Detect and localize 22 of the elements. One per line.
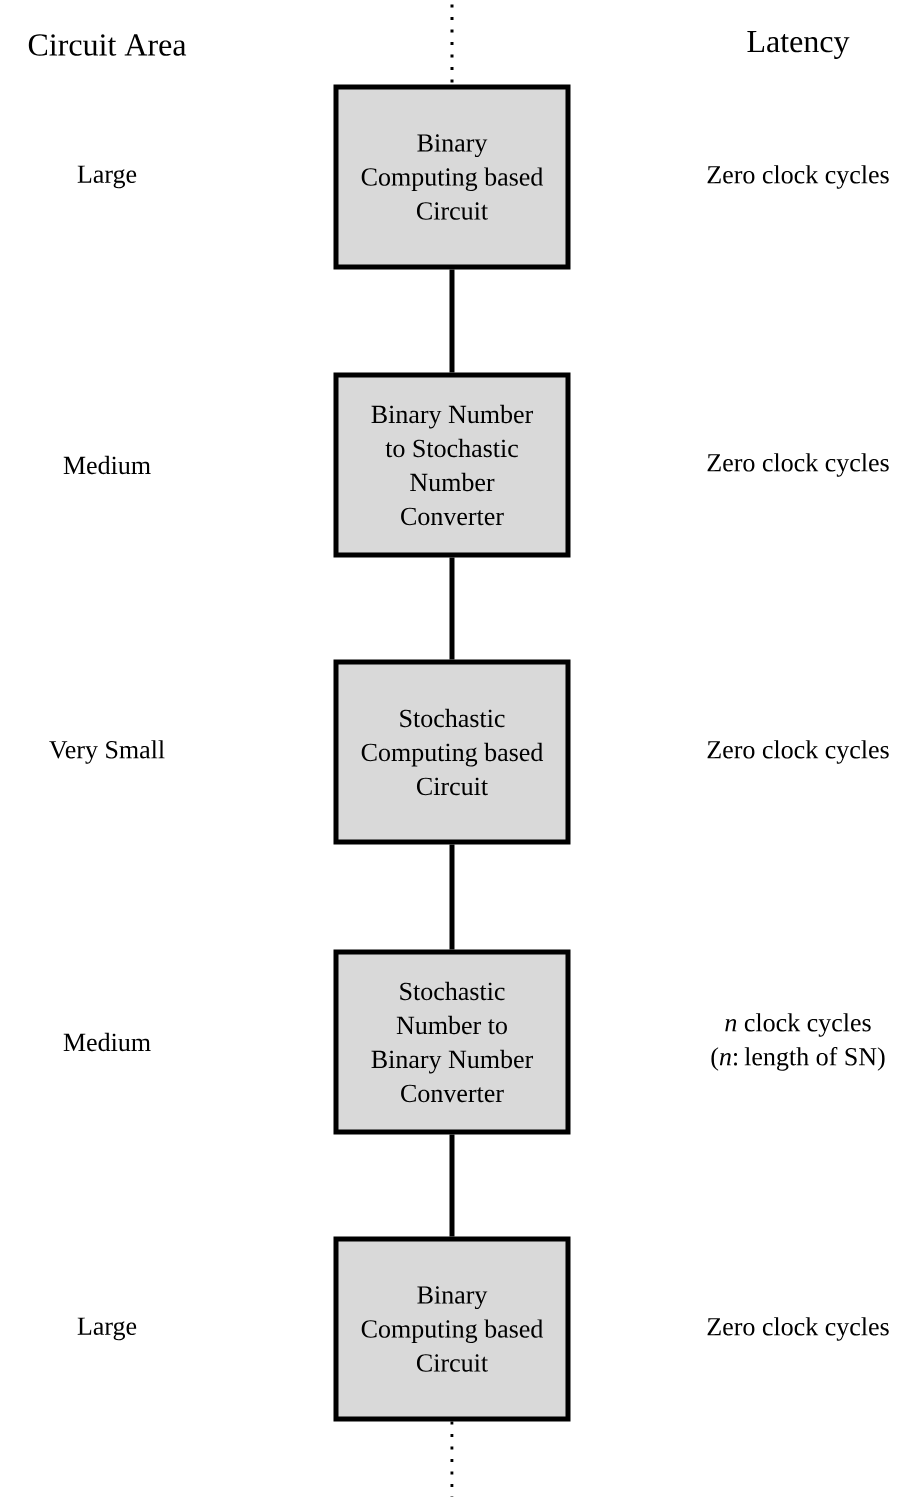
dotted-line <box>450 4 454 85</box>
process-box: Stochastic Computing based Circuit <box>333 659 571 845</box>
area-label: Medium <box>63 1032 151 1052</box>
latency-label: Zero clock cycles <box>707 1317 889 1341</box>
latency-label: Zero clock cycles <box>707 740 889 764</box>
connector-line <box>449 844 455 950</box>
connector-line <box>449 1134 455 1237</box>
process-box: Stochastic Number to Binary Number Converter <box>333 949 571 1135</box>
latency-label: Zero clock cycles <box>707 165 889 189</box>
area-label: Medium <box>63 455 151 475</box>
column-heading: Circuit Area <box>28 34 187 56</box>
column-heading: Latency <box>747 31 850 59</box>
connector-line <box>449 557 455 660</box>
area-label: Very Small <box>49 740 165 764</box>
latency-label: Zero clock cycles <box>707 453 889 477</box>
process-box: Binary Number to Stochastic Number Converter <box>333 372 571 558</box>
connector-line <box>449 269 455 373</box>
area-label: Large <box>77 165 137 189</box>
process-box: Binary Computing based Circuit <box>333 84 571 270</box>
area-label: Large <box>77 1317 137 1341</box>
latency-label: n clock cycles (n: length of SN) <box>711 1013 885 1071</box>
process-box: Binary Computing based Circuit <box>333 1236 571 1422</box>
